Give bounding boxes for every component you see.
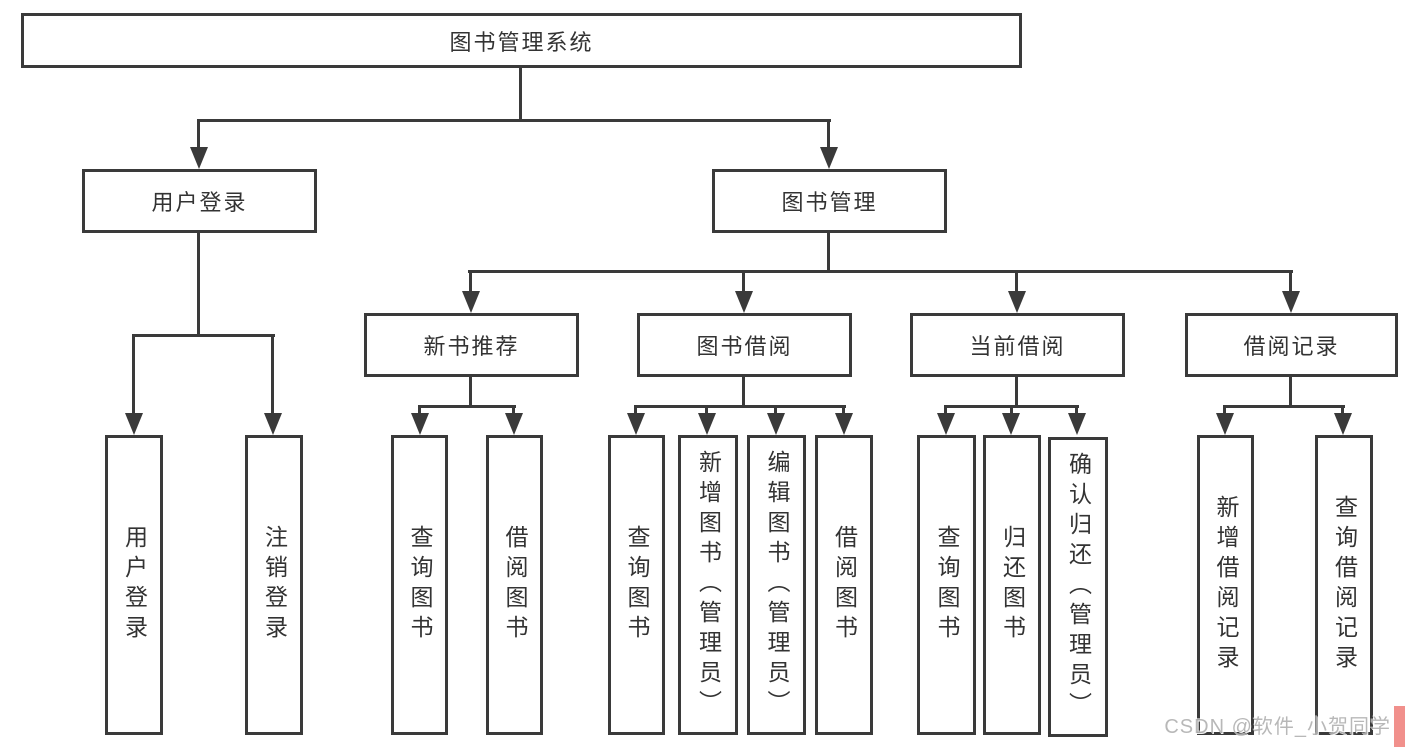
leaf-recommend-borrow-book: 借阅图书 [486, 435, 543, 735]
arrowhead-borrow-records-icon [1282, 291, 1300, 313]
arrowhead-book-borrow-icon [735, 291, 753, 313]
arrowhead-new-book-recommend-icon [462, 291, 480, 313]
connector-root-hbar [197, 119, 831, 122]
leaf-records-query-record: 查询借阅记录 [1315, 435, 1373, 735]
connector-arrowline-current-confirm [1075, 405, 1078, 417]
leaf-borrow-borrow-book: 借阅图书 [815, 435, 873, 735]
node-book-management: 图书管理 [712, 169, 947, 233]
connector-records-hbar [1225, 405, 1345, 408]
arrowhead-borrow-query-icon [627, 413, 645, 435]
connector-arrowline-current-borrow [1015, 270, 1018, 293]
arrowhead-recommend-borrow-icon [505, 413, 523, 435]
connector-arrowline-new-book-recommend [469, 270, 472, 293]
leaf-borrow-query-book: 查询图书 [608, 435, 665, 735]
arrowhead-current-confirm-icon [1068, 413, 1086, 435]
leaf-current-confirm-return-admin: 确认归还（管理员） [1048, 437, 1108, 737]
connector-arrowline-borrow-add [705, 405, 708, 417]
arrowhead-records-add-icon [1216, 413, 1234, 435]
connector-arrowline-current-query [944, 405, 947, 417]
connector-arrowline-borrow-records [1289, 270, 1292, 293]
arrowhead-user-login-icon [190, 147, 208, 169]
connector-arrowline-records-add [1223, 405, 1226, 417]
node-book-borrow: 图书借阅 [637, 313, 852, 377]
connector-book-management-vstub [827, 233, 830, 273]
connector-arrowline-borrow-query [634, 405, 637, 417]
arrowhead-borrow-edit-icon [767, 413, 785, 435]
connector-arrowline-leaf-logout [271, 334, 274, 415]
connector-arrowline-book-borrow [742, 270, 745, 293]
node-root: 图书管理系统 [21, 13, 1022, 68]
right-edge-accent-strip [1394, 706, 1405, 747]
leaf-recommend-query-book: 查询图书 [391, 435, 448, 735]
connector-records-vstub [1289, 377, 1292, 408]
connector-borrow-hbar [636, 405, 846, 408]
leaf-records-add-record: 新增借阅记录 [1197, 435, 1254, 735]
connector-arrowline-user-login [197, 119, 200, 149]
node-borrow-records: 借阅记录 [1185, 313, 1398, 377]
csdn-watermark: CSDN @软件_小贺同学 [1164, 716, 1391, 738]
connector-user-login-hbar [134, 334, 275, 337]
connector-arrowline-records-query [1341, 405, 1344, 417]
connector-recommend-vstub [469, 377, 472, 408]
leaf-user-login: 用户登录 [105, 435, 163, 735]
node-user-login: 用户登录 [82, 169, 317, 233]
leaf-borrow-edit-book-admin: 编辑图书（管理员） [747, 435, 806, 735]
connector-arrowline-recommend-borrow [512, 405, 515, 417]
node-current-borrow: 当前借阅 [910, 313, 1125, 377]
connector-arrowline-leaf-user-login [132, 334, 135, 415]
connector-current-vstub [1015, 377, 1018, 408]
connector-book-management-hbar [468, 270, 1293, 273]
arrowhead-recommend-query-icon [411, 413, 429, 435]
arrowhead-current-borrow-icon [1008, 291, 1026, 313]
arrowhead-records-query-icon [1334, 413, 1352, 435]
connector-root-vstub [519, 68, 522, 121]
connector-arrowline-book-management [827, 119, 830, 149]
arrowhead-leaf-logout-icon [264, 413, 282, 435]
arrowhead-current-return-icon [1002, 413, 1020, 435]
connector-recommend-hbar [420, 405, 516, 408]
arrowhead-current-query-icon [937, 413, 955, 435]
connector-arrowline-recommend-query [418, 405, 421, 417]
arrowhead-leaf-user-login-icon [125, 413, 143, 435]
node-new-book-recommend: 新书推荐 [364, 313, 579, 377]
connector-arrowline-borrow-edit [774, 405, 777, 417]
leaf-current-return-book: 归还图书 [983, 435, 1041, 735]
leaf-current-query-book: 查询图书 [917, 435, 976, 735]
connector-arrowline-borrow-borrow [842, 405, 845, 417]
connector-borrow-vstub [742, 377, 745, 408]
connector-user-login-vstub [197, 233, 200, 337]
arrowhead-borrow-borrow-icon [835, 413, 853, 435]
leaf-logout-login: 注销登录 [245, 435, 303, 735]
connector-arrowline-current-return [1010, 405, 1013, 417]
leaf-borrow-add-book-admin: 新增图书（管理员） [678, 435, 738, 735]
arrowhead-book-management-icon [820, 147, 838, 169]
arrowhead-borrow-add-icon [698, 413, 716, 435]
